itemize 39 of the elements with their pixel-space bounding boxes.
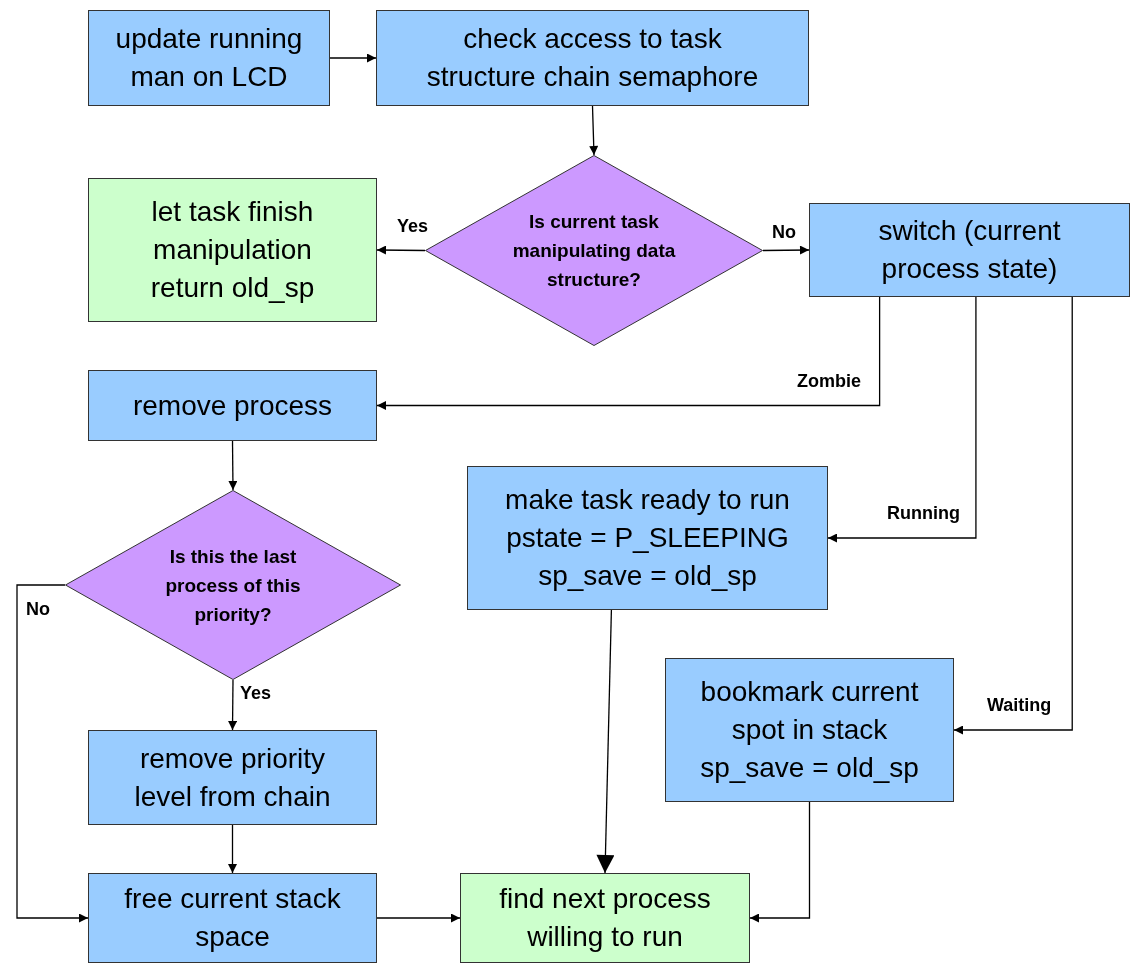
node-text: check access to task structure chain semaphore bbox=[425, 22, 760, 94]
arrow bbox=[228, 440, 238, 491]
arrow bbox=[762, 245, 810, 255]
arrow bbox=[376, 296, 881, 410]
arrow bbox=[953, 296, 1073, 735]
process-box bbox=[88, 178, 377, 322]
node-text: make task ready to run pstate = P_SLEEPING sp_save = old_sp bbox=[504, 483, 791, 593]
arrow bbox=[749, 801, 811, 923]
arrow bbox=[596, 609, 615, 874]
arrow bbox=[16, 584, 89, 923]
node-text: Is current task manipulating data structure? bbox=[511, 210, 677, 292]
process-box bbox=[376, 10, 809, 106]
arrow bbox=[329, 53, 377, 63]
edge-label: Running bbox=[885, 503, 962, 523]
node-text: switch (current process state) bbox=[877, 214, 1062, 286]
node-text: remove priority level from chain bbox=[133, 741, 332, 814]
process-box bbox=[809, 203, 1130, 297]
arrow bbox=[228, 824, 237, 874]
node-text: find next process willing to run bbox=[498, 882, 712, 954]
process-box bbox=[88, 730, 377, 825]
arrow bbox=[376, 245, 426, 255]
process-box bbox=[88, 873, 377, 963]
process-box bbox=[460, 873, 750, 963]
node-text: Is this the last process of this priority? bbox=[164, 544, 302, 627]
arrow bbox=[827, 296, 977, 543]
node-text: remove process bbox=[131, 388, 334, 423]
arrow bbox=[228, 679, 238, 731]
node-text: bookmark current spot in stack sp_save = old_sp bbox=[699, 675, 920, 785]
arrow bbox=[376, 913, 461, 923]
arrow bbox=[589, 105, 599, 156]
node-text: update running man on LCD bbox=[114, 22, 304, 94]
process-box bbox=[88, 370, 377, 441]
node-text: free current stack space bbox=[123, 882, 342, 954]
edge-label: Waiting bbox=[985, 695, 1054, 715]
decision-diamond bbox=[65, 490, 401, 680]
node-text: let task finish manipulation return old_sp bbox=[149, 195, 316, 305]
process-box bbox=[88, 10, 330, 106]
process-box bbox=[665, 658, 954, 802]
process-box bbox=[467, 466, 828, 610]
